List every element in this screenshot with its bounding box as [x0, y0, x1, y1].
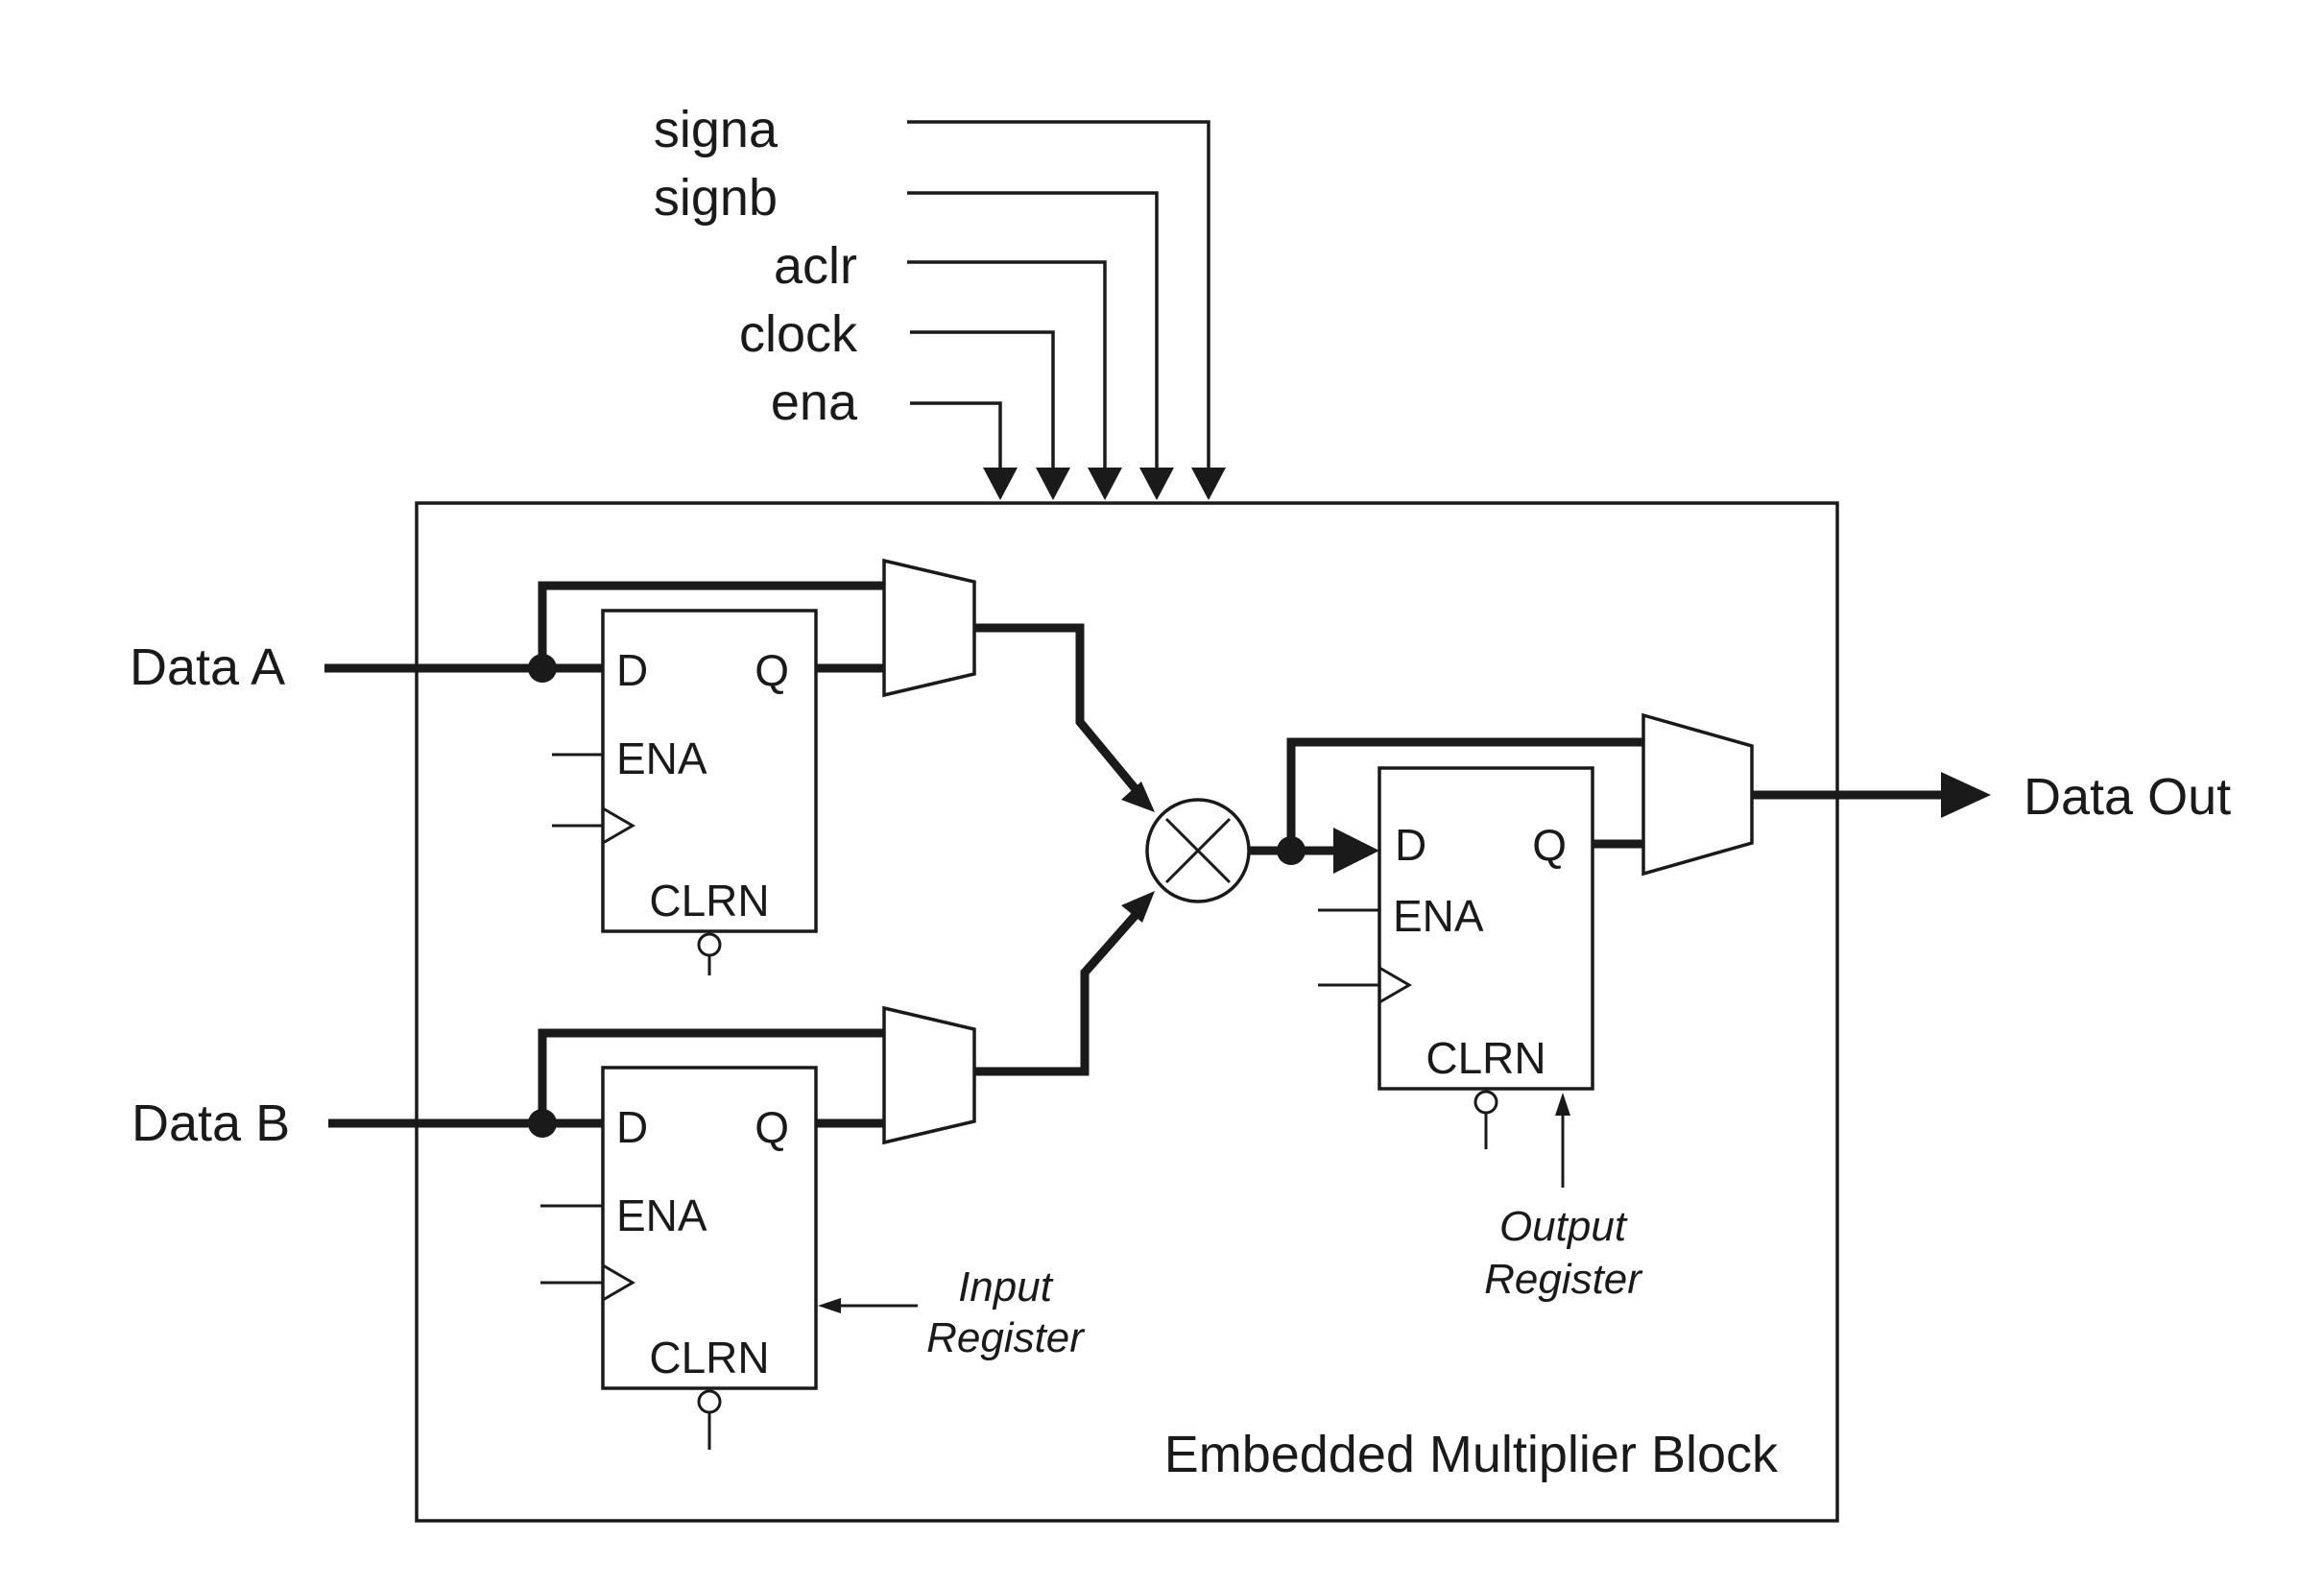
port-clrn-label: CLRN [1426, 1033, 1545, 1083]
annotation-arrow-head [818, 1298, 841, 1313]
clock-triangle-icon [1378, 966, 1412, 1004]
input-register-a-body [601, 609, 818, 933]
multiplier-cross-line [1164, 817, 1232, 884]
data-b-junction [528, 1109, 557, 1138]
data-out-arrow-head [1941, 772, 1991, 818]
control-signal-wires [907, 120, 1226, 500]
wire-aclr [907, 260, 1107, 470]
output-register: D Q ENA CLRN [1318, 766, 1594, 1149]
mux-b-to-multiplier-wire [974, 912, 1139, 1076]
mux-out [1641, 712, 1754, 877]
port-q-label: Q [755, 1102, 789, 1152]
input-label-data-b: Data B [132, 1094, 290, 1152]
output-register-annotation: Output Register [1484, 1093, 1643, 1303]
annotation-text-output: Output [1499, 1203, 1628, 1250]
port-d-label: D [616, 645, 648, 695]
mux-b [882, 1005, 976, 1145]
output-register-body [1378, 766, 1594, 1091]
signal-label-signb: signb [654, 169, 778, 227]
annotation-arrow-head [1555, 1093, 1570, 1116]
wire-ena [910, 401, 1002, 470]
wire-clock [910, 330, 1055, 470]
multiply-icon [1145, 798, 1251, 903]
output-bypass-wire [1286, 737, 1643, 851]
port-d-label: D [616, 1102, 648, 1152]
arrow-head-ena [983, 468, 1018, 500]
port-clrn-label: CLRN [649, 876, 769, 926]
annotation-text-register: Register [1484, 1256, 1643, 1303]
clock-triangle-icon [602, 806, 635, 845]
input-register-annotation: Input Register [818, 1263, 1086, 1361]
arrow-head-aclr [1088, 468, 1122, 500]
data-b-bypass-wire [538, 1028, 884, 1123]
output-label-data-out: Data Out [2024, 768, 2231, 826]
input-register-b: D Q ENA CLRN [540, 1066, 818, 1450]
wire-signb [907, 191, 1159, 470]
input-label-data-a: Data A [130, 638, 285, 696]
annotation-text-input: Input [958, 1263, 1054, 1310]
port-q-label: Q [1532, 820, 1567, 870]
port-d-label: D [1395, 820, 1426, 870]
mux-a-to-multiplier-wire [974, 623, 1139, 792]
signal-label-aclr: aclr [774, 237, 857, 295]
block-title: Embedded Multiplier Block [1164, 1426, 1779, 1483]
port-clrn-label: CLRN [649, 1333, 769, 1383]
data-a-junction [528, 654, 557, 683]
port-ena-label: ENA [1393, 891, 1484, 941]
data-a-bypass-wire [538, 581, 884, 668]
wire-signa [907, 120, 1210, 470]
port-ena-label: ENA [616, 733, 707, 783]
signal-label-ena: ena [771, 373, 858, 431]
arrow-head-clock [1036, 468, 1070, 500]
mux-a [882, 558, 976, 698]
mux-a-arrow-head [1121, 781, 1155, 812]
input-register-a: D Q ENA CLRN [552, 609, 818, 975]
output-junction [1277, 836, 1306, 865]
port-q-label: Q [755, 645, 789, 695]
clock-triangle-icon [602, 1263, 635, 1302]
annotation-text-register: Register [926, 1314, 1086, 1361]
port-ena-label: ENA [616, 1190, 707, 1240]
signal-label-signa: signa [654, 101, 779, 158]
mux-b-arrow-head [1121, 891, 1155, 923]
input-register-b-body [601, 1066, 818, 1390]
signal-label-clock: clock [739, 305, 858, 363]
arrow-head-signa [1191, 468, 1226, 500]
arrow-head-signb [1139, 468, 1174, 500]
output-register-arrow-head [1333, 828, 1379, 874]
